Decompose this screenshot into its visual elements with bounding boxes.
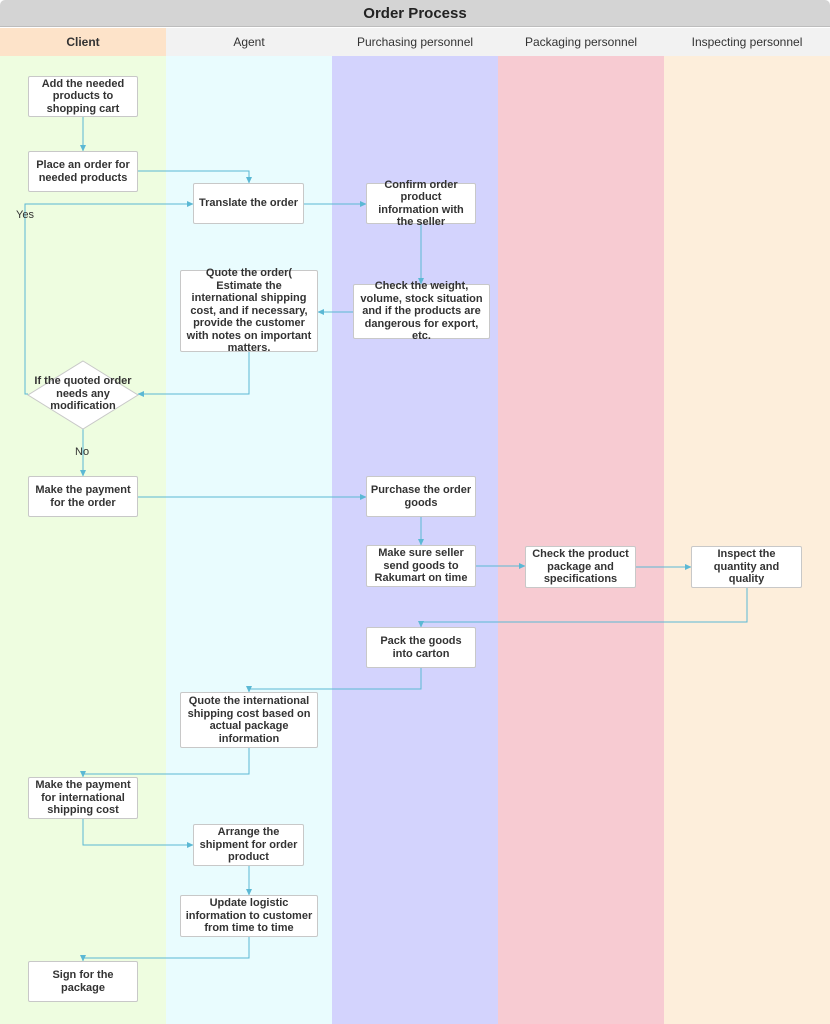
- node-update-logistics: Update logistic information to customer …: [180, 895, 318, 937]
- node-purchase-goods: Purchase the order goods: [366, 476, 476, 517]
- node-translate-order: Translate the order: [193, 183, 304, 224]
- node-place-order: Place an order for needed products: [28, 151, 138, 192]
- diagram-title: Order Process: [0, 0, 830, 27]
- node-pack-goods: Pack the goods into carton: [366, 627, 476, 668]
- lane-body-inspecting: [664, 56, 830, 1024]
- lane-body-client: [0, 56, 166, 1024]
- node-confirm-order: Confirm order product information with t…: [366, 179, 476, 228]
- edge-quote-to-decision: [137, 352, 250, 397]
- lane-header-agent: Agent: [166, 28, 332, 56]
- lane-header-client: Client: [0, 28, 166, 56]
- lane-header-packaging: Packaging personnel: [498, 28, 664, 56]
- node-arrange-shipment: Arrange the shipment for order product: [193, 824, 304, 866]
- decision-diamond: [27, 360, 139, 430]
- node-quote-shipping: Quote the international shipping cost ba…: [180, 692, 318, 748]
- node-inspect-quality: Inspect the quantity and quality: [691, 546, 802, 588]
- lane-header-purchasing: Purchasing personnel: [332, 28, 498, 56]
- edge-update-to-sign: [80, 937, 250, 962]
- node-seller-send: Make sure seller send goods to Rakumart …: [366, 545, 476, 587]
- edge-inspect-to-pack: [418, 588, 748, 628]
- node-check-weight: Check the weight, volume, stock situatio…: [353, 280, 490, 342]
- node-pay-shipping: Make the payment for international shipp…: [28, 777, 138, 819]
- edge-pack-to-quote-shipping: [246, 668, 422, 693]
- edge-place-to-translate: [138, 170, 252, 184]
- node-make-payment: Make the payment for the order: [28, 476, 138, 517]
- node-check-package: Check the product package and specificat…: [525, 546, 636, 588]
- node-quote-order: Quote the order( Estimate the internatio…: [180, 267, 318, 354]
- edge-label-no: No: [75, 446, 90, 458]
- edge-quote-shipping-to-pay-shipping: [80, 748, 250, 778]
- edge-decision-yes-to-translate: [24, 201, 194, 395]
- lane-header-inspecting: Inspecting personnel: [664, 28, 830, 56]
- node-add-products: Add the needed products to shopping cart: [28, 76, 138, 117]
- edge-label-yes: Yes: [16, 209, 34, 221]
- node-sign-package: Sign for the package: [28, 961, 138, 1002]
- edge-pay-shipping-to-arrange: [82, 819, 194, 848]
- lane-body-packaging: [498, 56, 664, 1024]
- node-decision-modification: If the quoted order needs any modificati…: [34, 375, 132, 412]
